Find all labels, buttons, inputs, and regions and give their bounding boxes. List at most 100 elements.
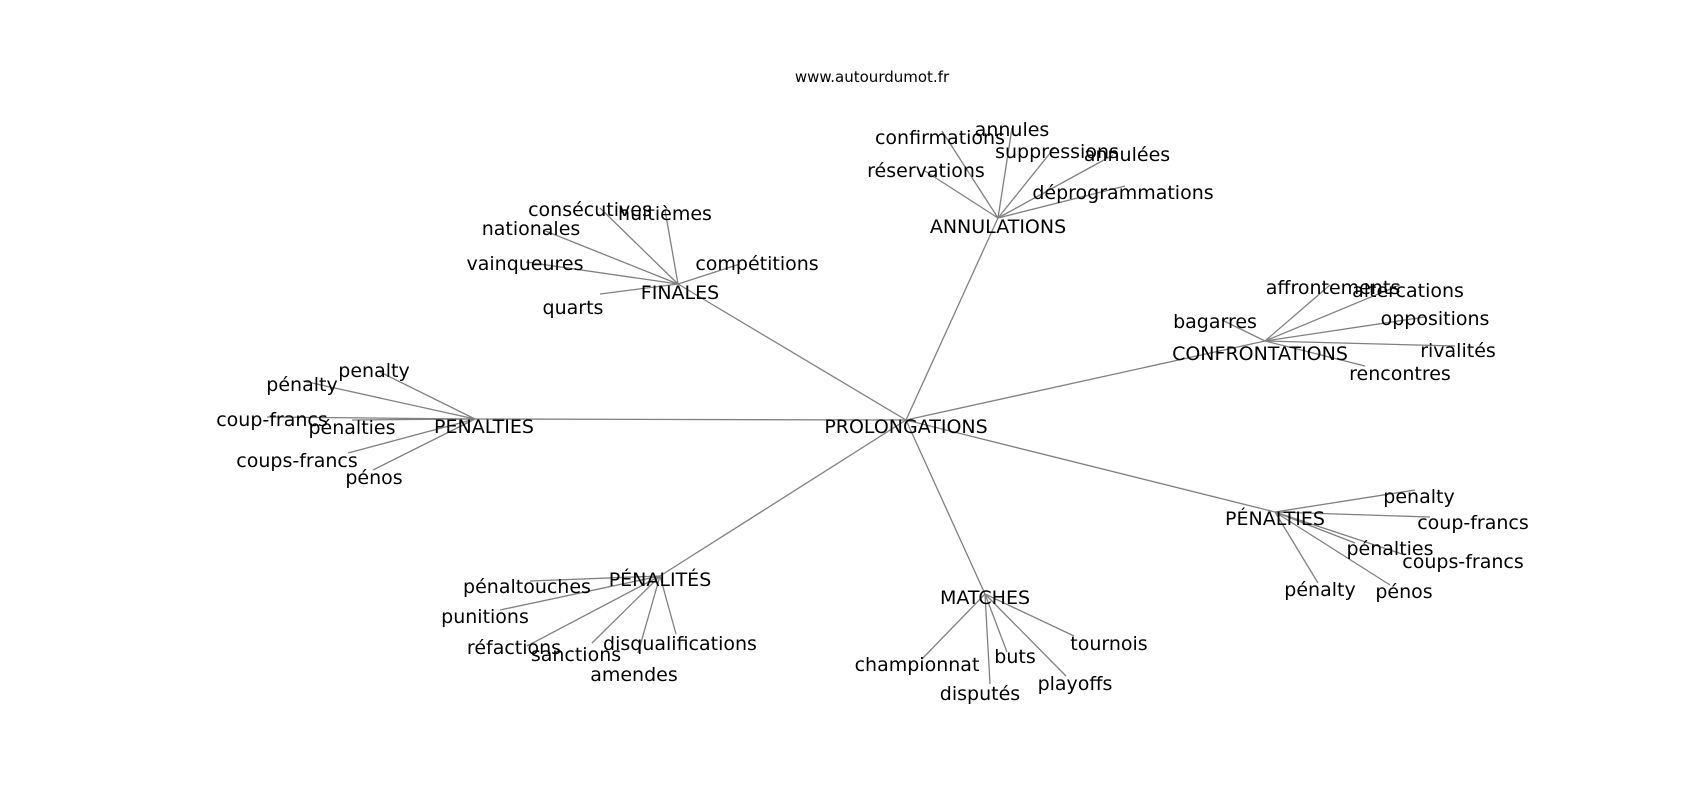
- leaf-word-label: pénalties: [1346, 538, 1433, 560]
- leaf-edge: [1274, 511, 1406, 556]
- leaf-word-label: penalty: [338, 360, 409, 382]
- leaf-edge: [637, 575, 661, 654]
- leaf-edge: [372, 418, 476, 471]
- cluster-hub-label: PÉNALITÉS: [609, 568, 712, 591]
- leaf-edge: [984, 593, 1008, 653]
- graph-edges: [266, 127, 1456, 685]
- leaf-edge: [591, 575, 661, 644]
- leaf-edge: [599, 283, 679, 295]
- leaf-word-label: rivalités: [1420, 340, 1496, 362]
- leaf-edge: [1274, 511, 1431, 518]
- cluster-hub-label: PENALTIES: [434, 416, 534, 438]
- leaf-word-label: annules: [975, 119, 1050, 141]
- leaf-edge: [1221, 319, 1266, 342]
- leaf-edge: [984, 593, 1075, 637]
- leaf-word-label: amendes: [590, 664, 678, 686]
- leaf-edge: [1274, 489, 1416, 513]
- leaf-edge: [526, 575, 661, 647]
- leaf-word-label: suppressions: [995, 141, 1119, 163]
- leaf-edge: [1264, 340, 1366, 367]
- cluster-hub-label: PÉNALTIES: [1225, 507, 1325, 530]
- leaf-edge: [997, 146, 1056, 219]
- leaf-word-label: pénalty: [1284, 579, 1355, 601]
- center-node-label: PROLONGATIONS: [824, 416, 987, 438]
- center-edge: [677, 283, 907, 421]
- leaf-edge: [302, 380, 476, 420]
- leaf-word-label: buts: [994, 646, 1035, 668]
- leaf-edge: [347, 418, 476, 454]
- leaf-word-label: coup-francs: [216, 409, 328, 431]
- leaf-word-label: coups-francs: [1402, 551, 1523, 573]
- leaf-edge: [1264, 340, 1456, 347]
- leaf-edge: [664, 209, 679, 285]
- leaf-word-label: pénalty: [266, 374, 337, 396]
- leaf-word-label: affrontements: [1266, 277, 1401, 299]
- leaf-edge: [1274, 511, 1391, 586]
- leaf-word-label: bagarres: [1173, 311, 1257, 333]
- leaf-word-label: disqualifications: [603, 633, 757, 655]
- leaf-word-label: championnat: [855, 654, 980, 676]
- leaf-edge: [997, 127, 1013, 219]
- cluster-hub-label: MATCHES: [940, 587, 1030, 609]
- leaf-edge: [529, 575, 661, 582]
- leaf-word-label: tournois: [1070, 633, 1147, 655]
- leaf-edge: [351, 418, 476, 421]
- leaf-word-label: quarts: [543, 297, 604, 319]
- cluster-hub-label: FINALES: [641, 282, 719, 304]
- leaf-word-label: playoffs: [1038, 673, 1113, 695]
- leaf-word-label: huitièmes: [618, 203, 712, 225]
- leaf-edge: [941, 130, 999, 219]
- leaf-edge: [379, 371, 476, 420]
- leaf-edge: [997, 185, 1126, 219]
- leaf-word-label: pénalties: [308, 417, 395, 439]
- leaf-word-label: altercations: [1352, 280, 1464, 302]
- leaf-edge: [677, 263, 741, 285]
- leaf-word-label: coup-francs: [1417, 512, 1529, 534]
- leaf-edge: [924, 170, 999, 219]
- leaf-edge: [984, 593, 991, 685]
- leaf-edge: [1264, 284, 1401, 342]
- center-edge: [905, 419, 986, 595]
- cluster-hub-label: CONFRONTATIONS: [1172, 343, 1348, 365]
- leaf-edge: [659, 575, 677, 635]
- leaf-word-label: pénos: [1375, 581, 1432, 603]
- leaf-edge: [525, 261, 679, 285]
- leaf-word-label: confirmations: [875, 127, 1005, 149]
- leaf-word-label: nationales: [482, 218, 581, 240]
- leaf-word-label: consécutives: [528, 199, 652, 221]
- leaf-word-label: vainqueures: [466, 253, 583, 275]
- leaf-edge: [1264, 284, 1331, 342]
- leaf-word-label: oppositions: [1381, 308, 1490, 330]
- leaf-word-label: punitions: [441, 606, 529, 628]
- leaf-word-label: réfactions: [467, 637, 561, 659]
- center-edge: [474, 418, 907, 421]
- leaf-edge: [1274, 511, 1319, 584]
- center-edge: [659, 419, 907, 577]
- leaf-edge: [984, 593, 1067, 677]
- center-edge: [905, 419, 1276, 513]
- center-edge: [905, 340, 1266, 421]
- source-watermark: www.autourdumot.fr: [795, 68, 950, 86]
- leaf-edge: [921, 593, 986, 660]
- leaf-word-label: pénaltouches: [463, 576, 591, 598]
- leaf-edge: [1264, 316, 1426, 342]
- leaf-word-label: sanctions: [531, 644, 621, 666]
- center-edge: [905, 217, 999, 421]
- leaf-word-label: déprogrammations: [1032, 182, 1213, 204]
- leaf-word-label: réservations: [867, 160, 985, 182]
- graph-labels: www.autourdumot.fr annulesconfirmationss…: [216, 68, 1529, 705]
- leaf-edge: [499, 575, 661, 611]
- leaf-word-label: pénos: [345, 467, 402, 489]
- cluster-hub-label: ANNULATIONS: [930, 216, 1066, 238]
- leaf-edge: [997, 154, 1114, 219]
- leaf-edge: [542, 229, 679, 285]
- leaf-word-label: rencontres: [1349, 363, 1451, 385]
- leaf-edge: [599, 207, 679, 285]
- leaf-word-label: penalty: [1383, 486, 1454, 508]
- leaf-word-label: disputés: [940, 683, 1020, 705]
- leaf-word-label: compétitions: [695, 253, 818, 275]
- leaf-word-label: coups-francs: [236, 450, 357, 472]
- leaf-word-label: annulées: [1084, 144, 1170, 166]
- leaf-edge: [1274, 511, 1356, 544]
